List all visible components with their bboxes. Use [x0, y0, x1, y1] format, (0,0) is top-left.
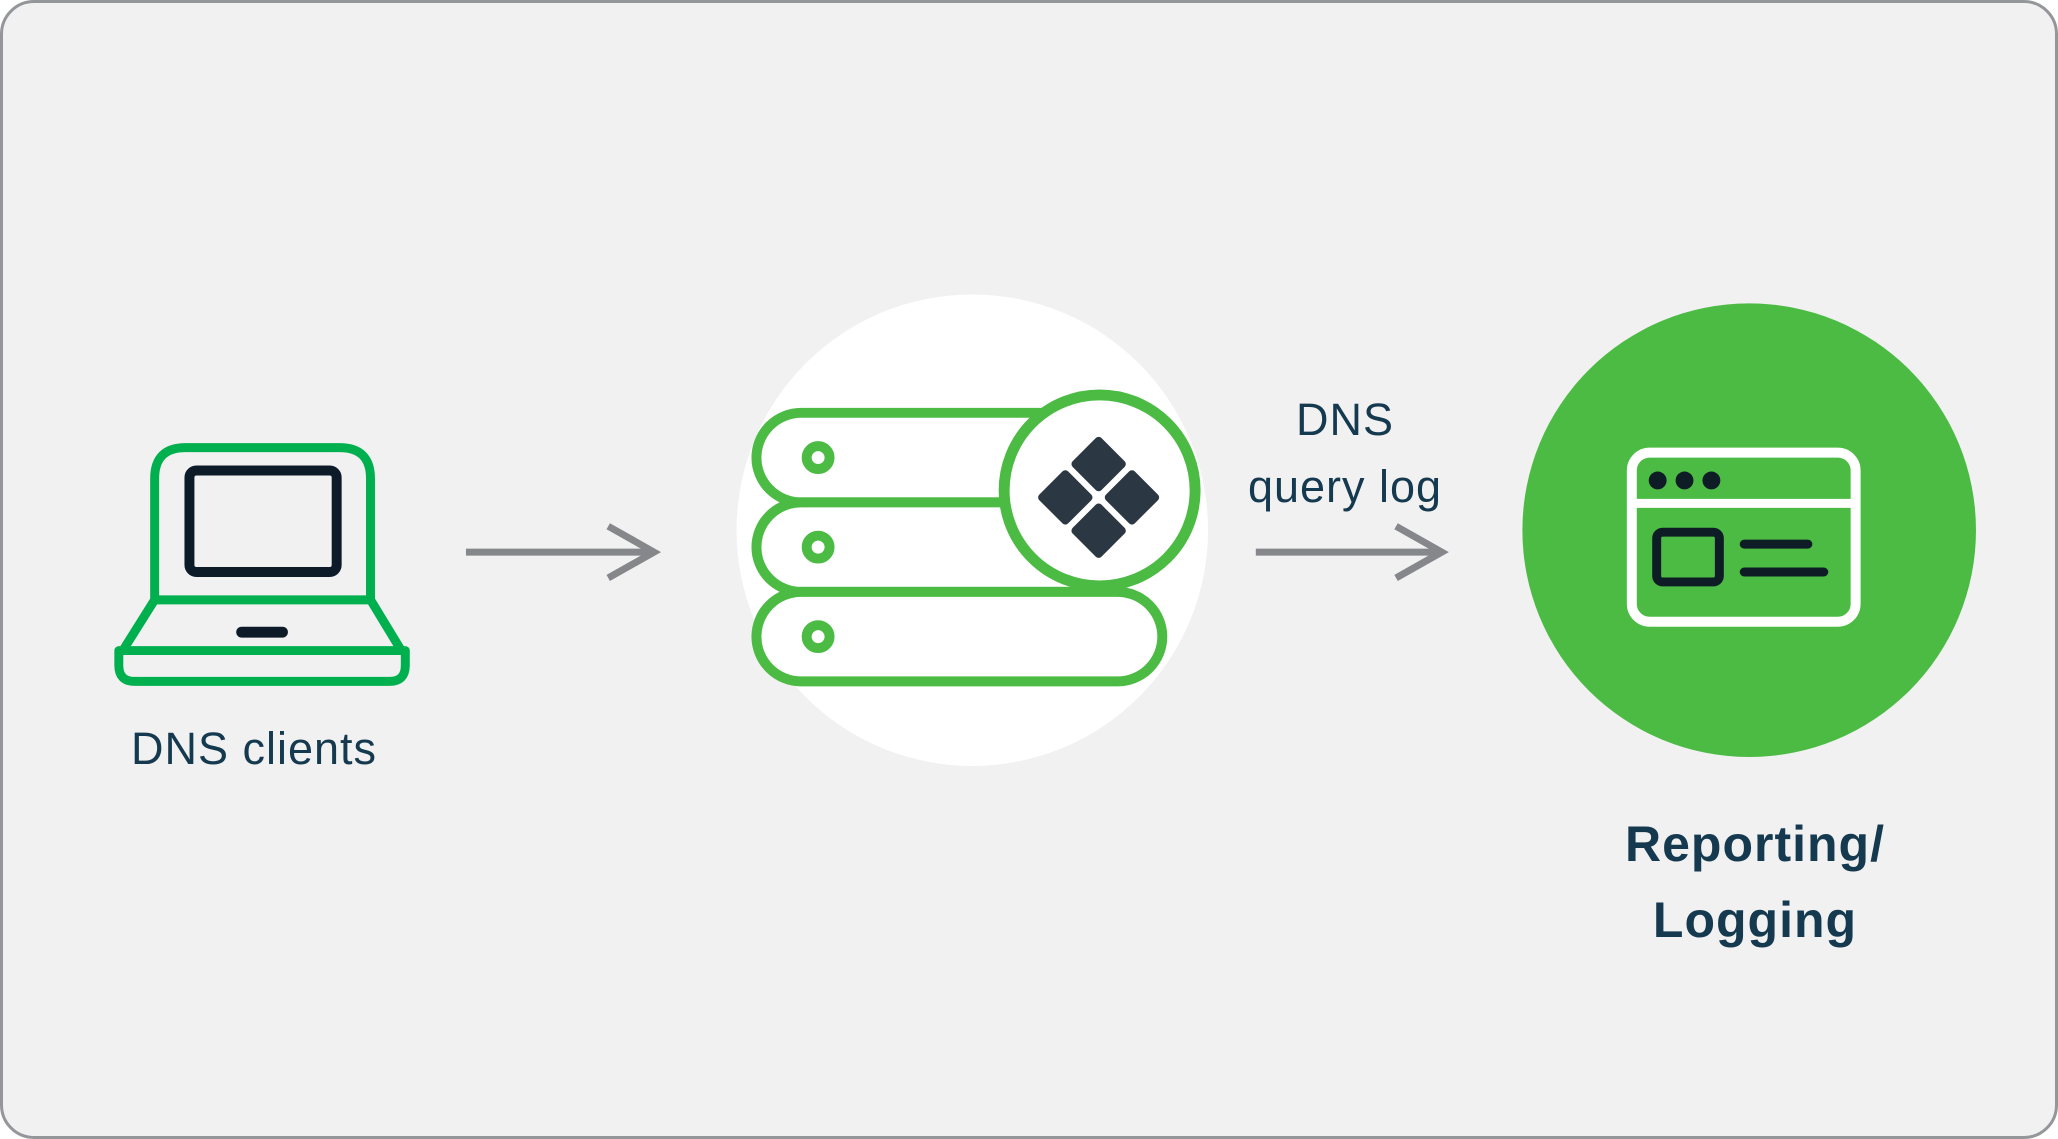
- diamond: [1104, 470, 1160, 525]
- window-dot: [1675, 471, 1694, 490]
- window-dot: [1648, 471, 1667, 490]
- diamond: [1071, 436, 1126, 492]
- server-led: [801, 530, 835, 564]
- dns-clients-label: DNS clients: [130, 723, 378, 774]
- diamond: [1071, 503, 1126, 558]
- reporting-line1: Reporting/: [1625, 816, 1885, 872]
- reporting-node: [1522, 303, 1976, 758]
- dns-query-log-line2: query log: [1247, 461, 1443, 512]
- diamond-cluster-icon: [998, 389, 1201, 592]
- dns-query-log-line1: DNS: [1295, 394, 1394, 445]
- window-dot: [1702, 471, 1721, 490]
- arrow-right-icon: [1255, 523, 1449, 581]
- dns-query-log-label: DNS query log: [1145, 386, 1545, 520]
- server-led: [801, 620, 835, 654]
- arrow-right-icon: [465, 523, 662, 581]
- reporting-line2: Logging: [1652, 892, 1858, 948]
- server-led: [801, 441, 835, 475]
- reporting-logging-label: Reporting/ Logging: [1555, 806, 1955, 958]
- content-thumbnail: [1652, 527, 1724, 587]
- laptop-screen: [184, 465, 342, 577]
- browser-window-icon: [1626, 447, 1861, 627]
- laptop-icon: [114, 443, 410, 686]
- dns-logging-diagram: [114, 294, 1976, 766]
- server-row: [751, 586, 1168, 687]
- diamond: [1038, 470, 1093, 525]
- laptop-trackpad: [236, 626, 288, 638]
- green-circle-background: [1522, 303, 1976, 758]
